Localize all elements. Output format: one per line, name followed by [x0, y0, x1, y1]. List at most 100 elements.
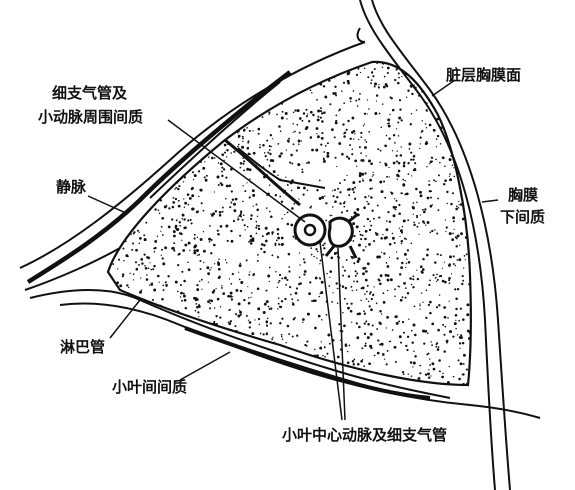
stipple-dot [314, 326, 317, 330]
stipple-dot [178, 232, 181, 235]
stipple-dot [316, 135, 320, 139]
stipple-dot [223, 93, 227, 97]
stipple-dot [299, 393, 302, 396]
stipple-dot [152, 343, 154, 345]
stipple-dot [413, 305, 416, 308]
stipple-dot [157, 151, 161, 155]
stipple-dot [398, 203, 401, 207]
stipple-dot [418, 80, 420, 82]
stipple-dot [414, 75, 416, 77]
stipple-dot [306, 391, 308, 393]
stipple-dot [354, 274, 357, 277]
stipple-dot [398, 273, 402, 276]
stipple-dot [393, 345, 397, 349]
stipple-dot [192, 178, 195, 181]
stipple-dot [361, 172, 365, 176]
stipple-dot [213, 263, 216, 265]
stipple-dot [314, 276, 318, 280]
stipple-dot [202, 90, 206, 94]
stipple-dot [319, 263, 321, 265]
stipple-dot [379, 309, 382, 313]
stipple-dot [441, 67, 445, 71]
stipple-dot [452, 137, 455, 141]
stipple-dot [216, 229, 219, 232]
stipple-dot [143, 348, 146, 351]
stipple-dot [369, 344, 373, 348]
stipple-dot [268, 165, 271, 168]
stipple-dot [118, 205, 122, 209]
stipple-dot [153, 93, 156, 95]
stipple-dot [465, 132, 469, 136]
stipple-dot [338, 108, 341, 111]
stipple-dot [221, 210, 224, 213]
stipple-dot [412, 275, 415, 278]
stipple-dot [259, 146, 261, 149]
stipple-dot [196, 288, 200, 292]
stipple-dot [468, 283, 471, 286]
stipple-dot [444, 179, 447, 183]
stipple-dot [305, 125, 309, 129]
stipple-dot [401, 261, 404, 265]
stipple-dot [141, 368, 143, 371]
label-vein: 静脉 [56, 178, 87, 196]
stipple-dot [129, 272, 131, 275]
stipple-dot [464, 259, 466, 261]
stipple-dot [300, 356, 303, 358]
stipple-dot [309, 206, 312, 209]
stipple-dot [157, 209, 160, 211]
stipple-dot [346, 188, 350, 191]
stipple-dot [455, 307, 458, 311]
stipple-dot [446, 108, 450, 112]
stipple-dot [437, 346, 440, 348]
stipple-dot [478, 313, 481, 316]
stipple-dot [272, 386, 275, 389]
stipple-dot [260, 388, 261, 389]
stipple-dot [414, 355, 417, 358]
stipple-dot [315, 148, 319, 152]
stipple-dot [230, 282, 233, 285]
stipple-dot [413, 168, 417, 172]
stipple-dot [109, 163, 111, 165]
stipple-dot [196, 305, 199, 309]
stipple-dot [351, 148, 354, 151]
stipple-dot [282, 390, 284, 392]
stipple-dot [323, 346, 326, 348]
stipple-dot [460, 232, 463, 236]
stipple-dot [334, 121, 338, 125]
stipple-dot [332, 195, 335, 198]
stipple-dot [173, 145, 175, 147]
stipple-dot [147, 267, 150, 270]
stipple-dot [245, 314, 248, 317]
stipple-dot [194, 351, 198, 355]
stipple-dot [344, 344, 348, 347]
stipple-dot [423, 60, 424, 61]
leader-central-1 [319, 241, 343, 421]
stipple-dot [383, 252, 386, 255]
stipple-dot [465, 368, 468, 371]
stipple-dot [138, 231, 140, 233]
stipple-dot [126, 284, 129, 287]
stipple-dot [199, 105, 201, 108]
stipple-dot [304, 386, 306, 388]
stipple-dot [219, 361, 222, 364]
stipple-dot [194, 102, 197, 104]
stipple-dot [453, 322, 457, 326]
stipple-dot [188, 120, 191, 124]
stipple-dot [352, 363, 356, 366]
stipple-dot [378, 282, 382, 286]
stipple-dot [386, 71, 389, 75]
stipple-dot [446, 341, 449, 344]
stipple-dot [321, 132, 324, 135]
stipple-dot [367, 195, 370, 197]
stipple-dot [364, 237, 367, 241]
stipple-dot [320, 136, 324, 140]
stipple-dot [291, 207, 294, 210]
stipple-dot [287, 252, 291, 256]
stipple-dot [292, 358, 295, 362]
stipple-dot [226, 239, 229, 243]
stipple-dot [185, 68, 188, 70]
stipple-dot [122, 224, 126, 227]
stipple-dot [246, 225, 249, 228]
stipple-dot [244, 379, 246, 381]
stipple-dot [389, 96, 392, 99]
